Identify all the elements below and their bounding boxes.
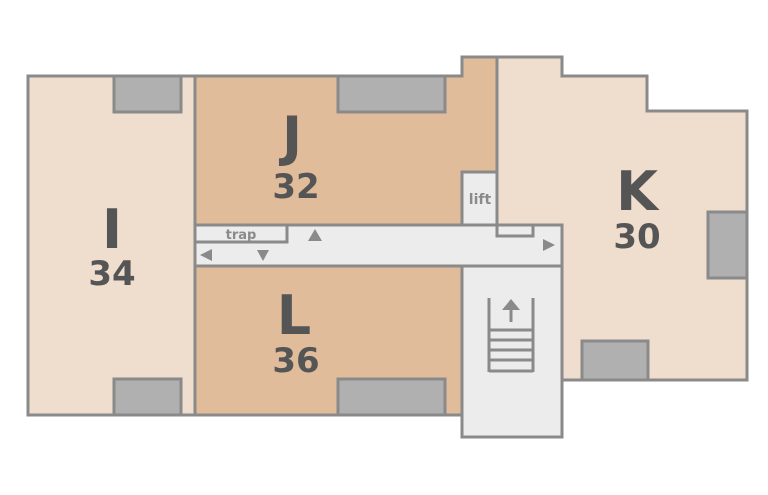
room-i-letter: I: [102, 198, 122, 261]
trap-door[interactable]: [193, 223, 289, 244]
room-i[interactable]: I 34: [26, 74, 197, 417]
left-arrow-icon: [200, 249, 212, 261]
room-l[interactable]: L 36: [193, 264, 464, 417]
room-k[interactable]: K 30: [495, 55, 749, 382]
room-l-window: [336, 377, 447, 417]
right-arrow-icon: [543, 239, 555, 251]
trap-label: trap: [226, 228, 257, 243]
down-arrow-icon: [257, 250, 269, 261]
room-k-number: 30: [613, 217, 660, 257]
stairs-up-arrow-icon: [502, 299, 520, 310]
room-k-letter: K: [616, 160, 660, 223]
stairwell[interactable]: [460, 264, 564, 439]
room-i-top-window: [112, 74, 183, 114]
room-l-letter: L: [277, 284, 311, 347]
lift[interactable]: lift: [460, 170, 499, 227]
room-k-side-window: [706, 210, 749, 280]
up-arrow-icon: [308, 229, 322, 241]
room-j-letter: J: [278, 105, 302, 168]
lift-threshold: [495, 223, 535, 238]
room-j-number: 32: [272, 167, 319, 207]
room-l-number: 36: [272, 341, 319, 381]
lift-label: lift: [469, 192, 492, 208]
room-i-number: 34: [88, 254, 135, 294]
room-j-window: [336, 74, 447, 114]
room-i-bottom-window: [112, 377, 183, 417]
stairs-icon: [487, 298, 535, 373]
room-j[interactable]: J 32: [193, 55, 499, 227]
room-i-area[interactable]: [26, 74, 197, 417]
corridor[interactable]: trap: [193, 223, 564, 268]
room-k-bottom-window: [580, 339, 650, 382]
